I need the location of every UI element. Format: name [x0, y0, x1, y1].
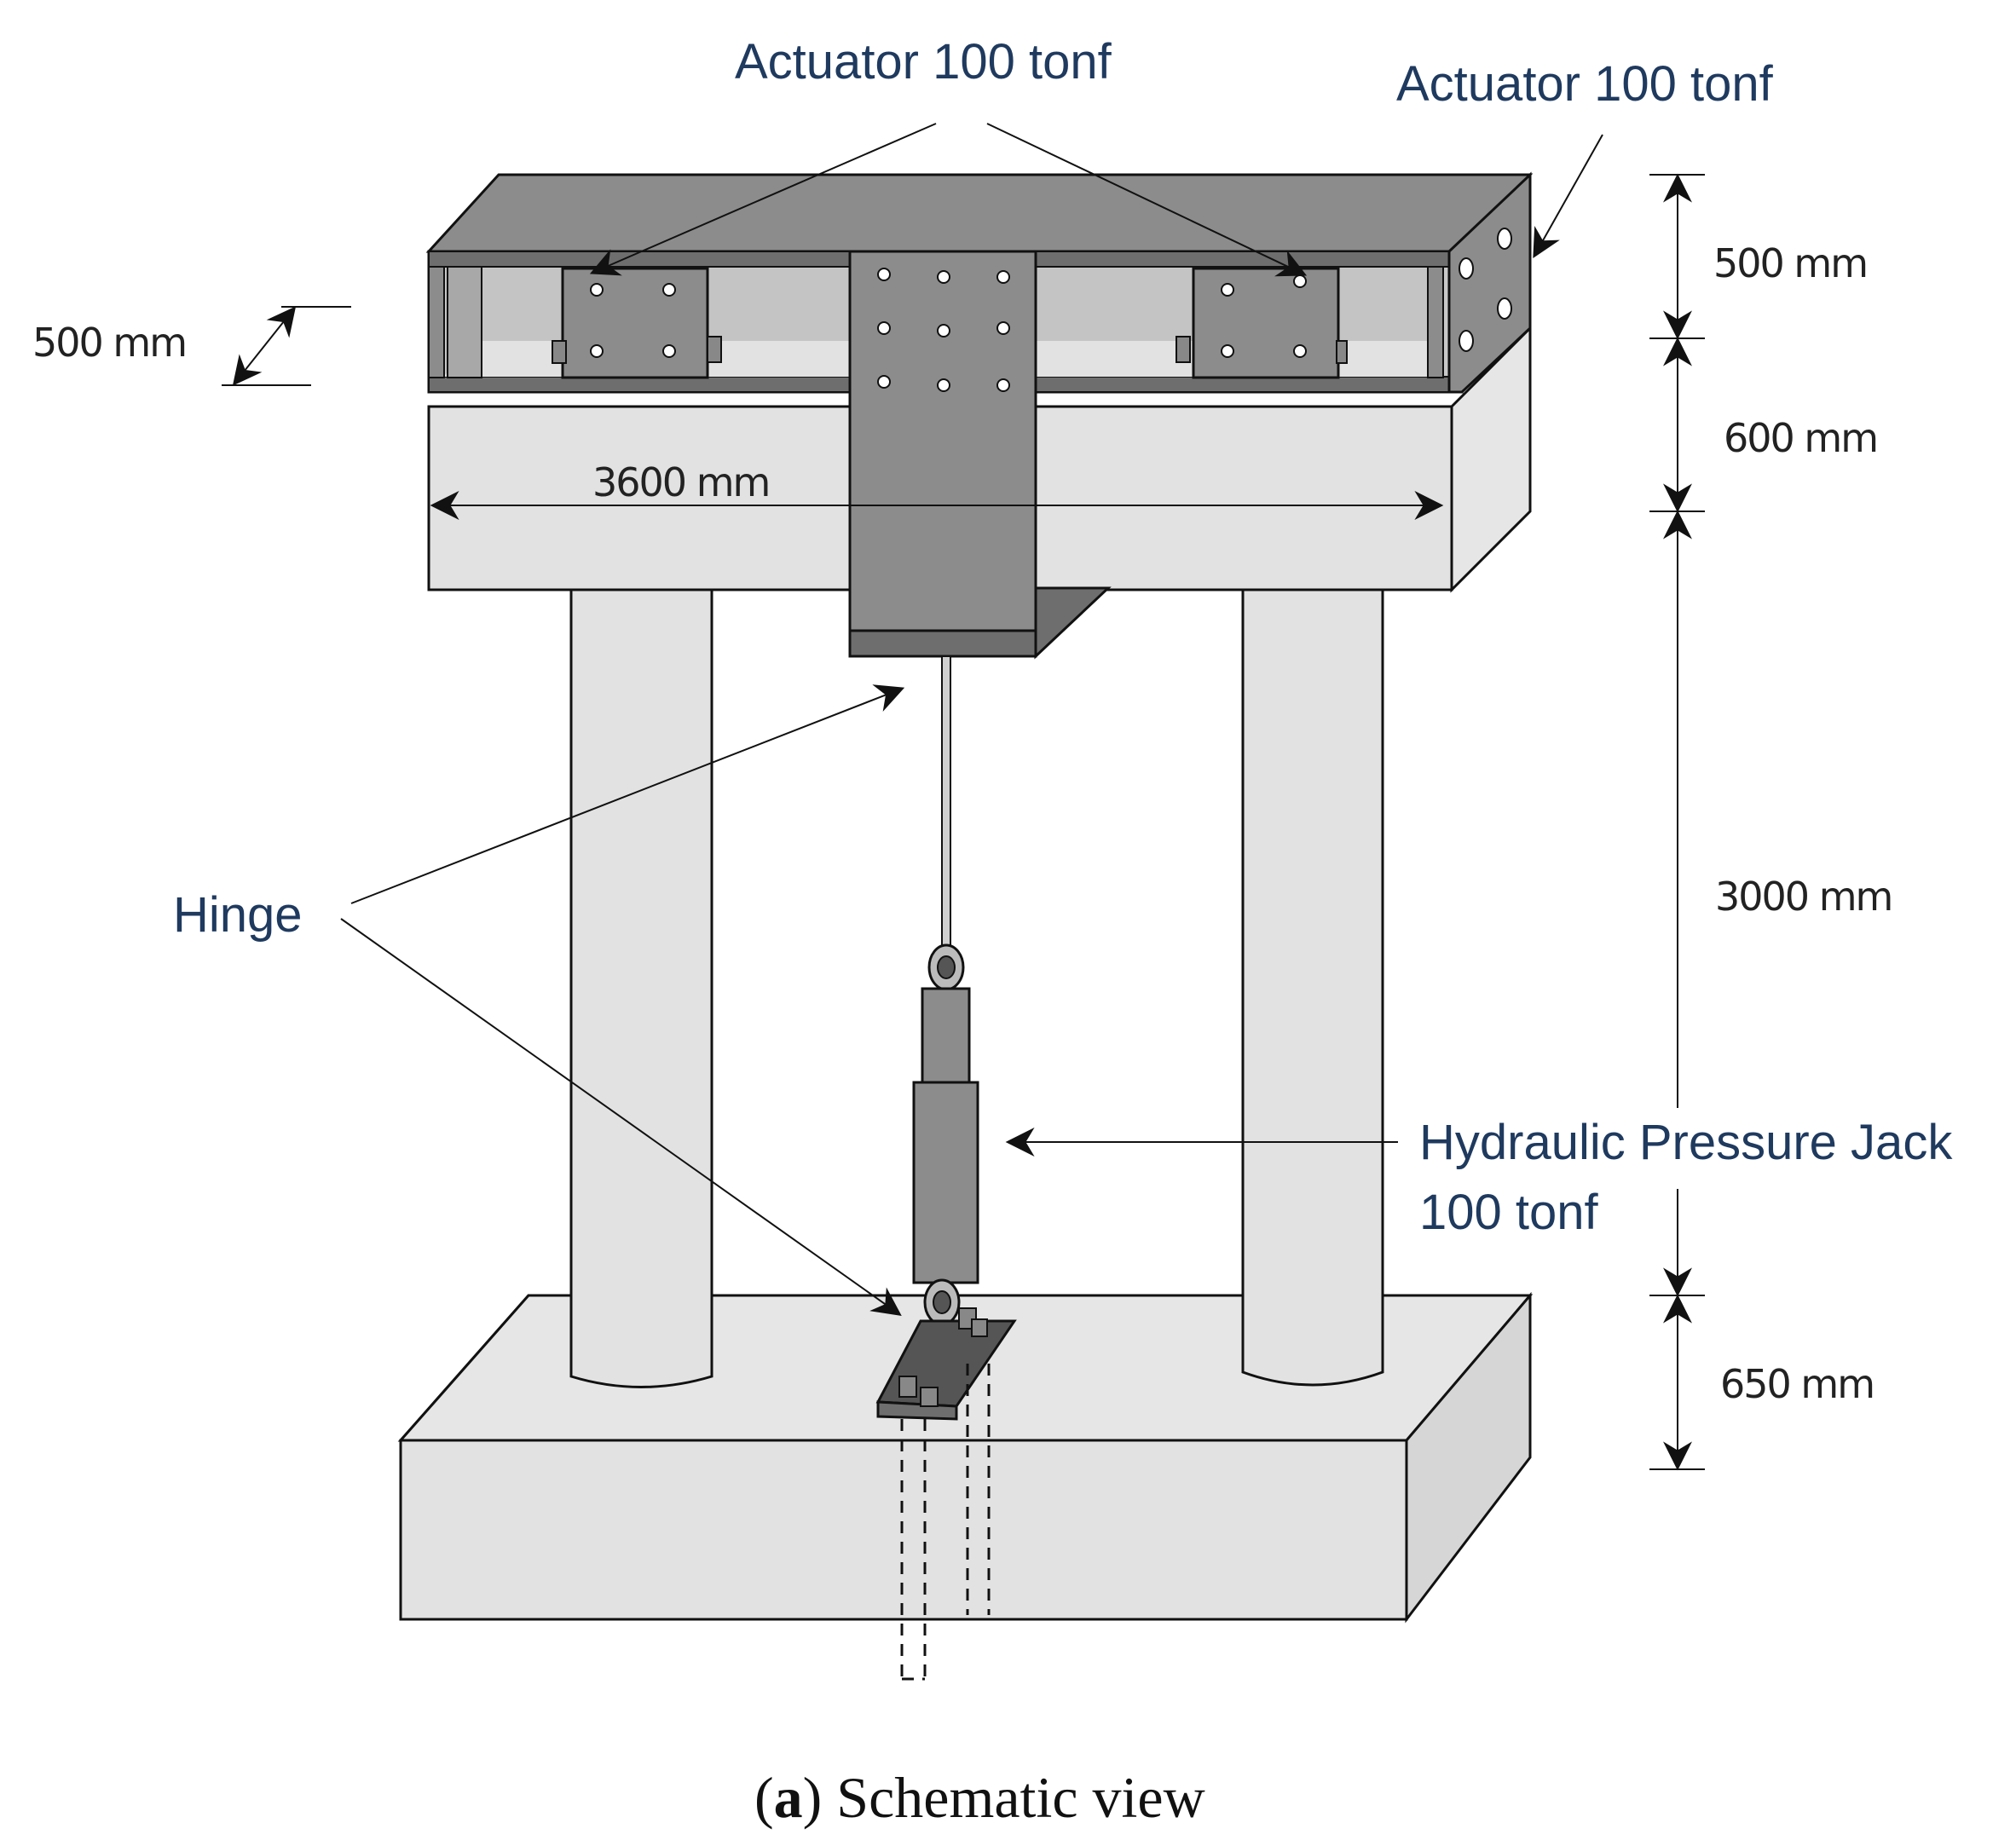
- actuator-right-label: Actuator 100 tonf: [1396, 56, 1774, 112]
- left-actuator-plate: [552, 267, 722, 379]
- vertical-dimension-chain: [1649, 173, 1705, 1471]
- side-plate-holes: [1459, 228, 1512, 352]
- left-column: [569, 586, 713, 1388]
- jack-label-line2: 100 tonf: [1419, 1185, 1599, 1240]
- hinge-label: Hinge: [173, 887, 303, 943]
- hydraulic-jack-assembly: [912, 655, 979, 1365]
- actuator-right-leader: [1533, 134, 1603, 258]
- footing-dimension-label: 650 mm: [1720, 1361, 1874, 1407]
- depth-dimension-label: 500 mm: [32, 320, 186, 366]
- figure-caption: (a) Schematic view: [754, 1765, 1205, 1830]
- actuator-top-leaders: [589, 123, 1308, 277]
- anchor-bolts: [900, 1364, 991, 1681]
- jack-base-plate: [875, 1307, 1017, 1421]
- cap-beam-dimension-label: 600 mm: [1724, 415, 1877, 461]
- right-actuator-plate: [1176, 267, 1348, 379]
- hinge-leaders: [340, 684, 905, 1316]
- central-loading-plate: [848, 250, 1112, 660]
- width-dimension-label: 3600 mm: [592, 459, 769, 505]
- actuator-top-label: Actuator 100 tonf: [735, 34, 1112, 89]
- jack-label-line1: Hydraulic Pressure Jack: [1419, 1115, 1953, 1170]
- depth-dimension-arrow: [222, 306, 351, 386]
- right-column: [1241, 586, 1384, 1387]
- column-height-dimension-label: 3000 mm: [1715, 874, 1892, 920]
- top-beam-dimension-label: 500 mm: [1713, 240, 1867, 286]
